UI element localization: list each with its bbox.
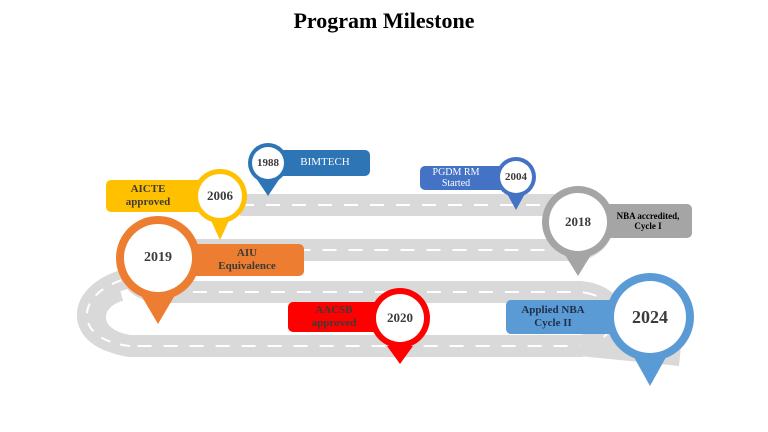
- road-curve-left-line: [85, 277, 131, 347]
- label-2024: Applied NBA Cycle II: [521, 304, 585, 329]
- year-2004: 2004: [505, 171, 527, 183]
- label-2020: AACSB approved: [311, 304, 357, 329]
- pin-center-2004: [500, 161, 532, 193]
- year-2024: 2024: [632, 306, 668, 327]
- year-2006: 2006: [207, 188, 233, 203]
- pin-tip-2020: [387, 346, 413, 364]
- year-2018: 2018: [565, 214, 591, 229]
- label-1988: BIMTECH: [300, 155, 350, 168]
- label-box-2006: [106, 180, 218, 212]
- year-1988: 1988: [257, 157, 279, 169]
- pin-center-2006: [198, 174, 242, 218]
- label-2018: NBA accredited, Cycle I: [616, 210, 680, 231]
- label-box-2024: [506, 300, 618, 334]
- year-2019: 2019: [144, 250, 172, 265]
- label-box-2004: [420, 166, 518, 190]
- pin-tip-1988: [256, 178, 280, 196]
- label-box-1988: [268, 150, 370, 176]
- label-2019: AIU Equivalence: [218, 247, 276, 272]
- pin-center-2018: [549, 193, 607, 251]
- pin-center-1988: [252, 147, 284, 179]
- pin-center-2019: [124, 224, 192, 292]
- label-box-2019: [190, 244, 304, 276]
- label-2004: PGDM RM Started: [432, 166, 480, 190]
- year-2020: 2020: [387, 310, 413, 325]
- label-2006: AICTE approved: [125, 183, 171, 208]
- pin-center-2020: [376, 294, 424, 342]
- page-title: Program Milestone: [293, 8, 475, 33]
- pin-center-2024: [614, 281, 686, 353]
